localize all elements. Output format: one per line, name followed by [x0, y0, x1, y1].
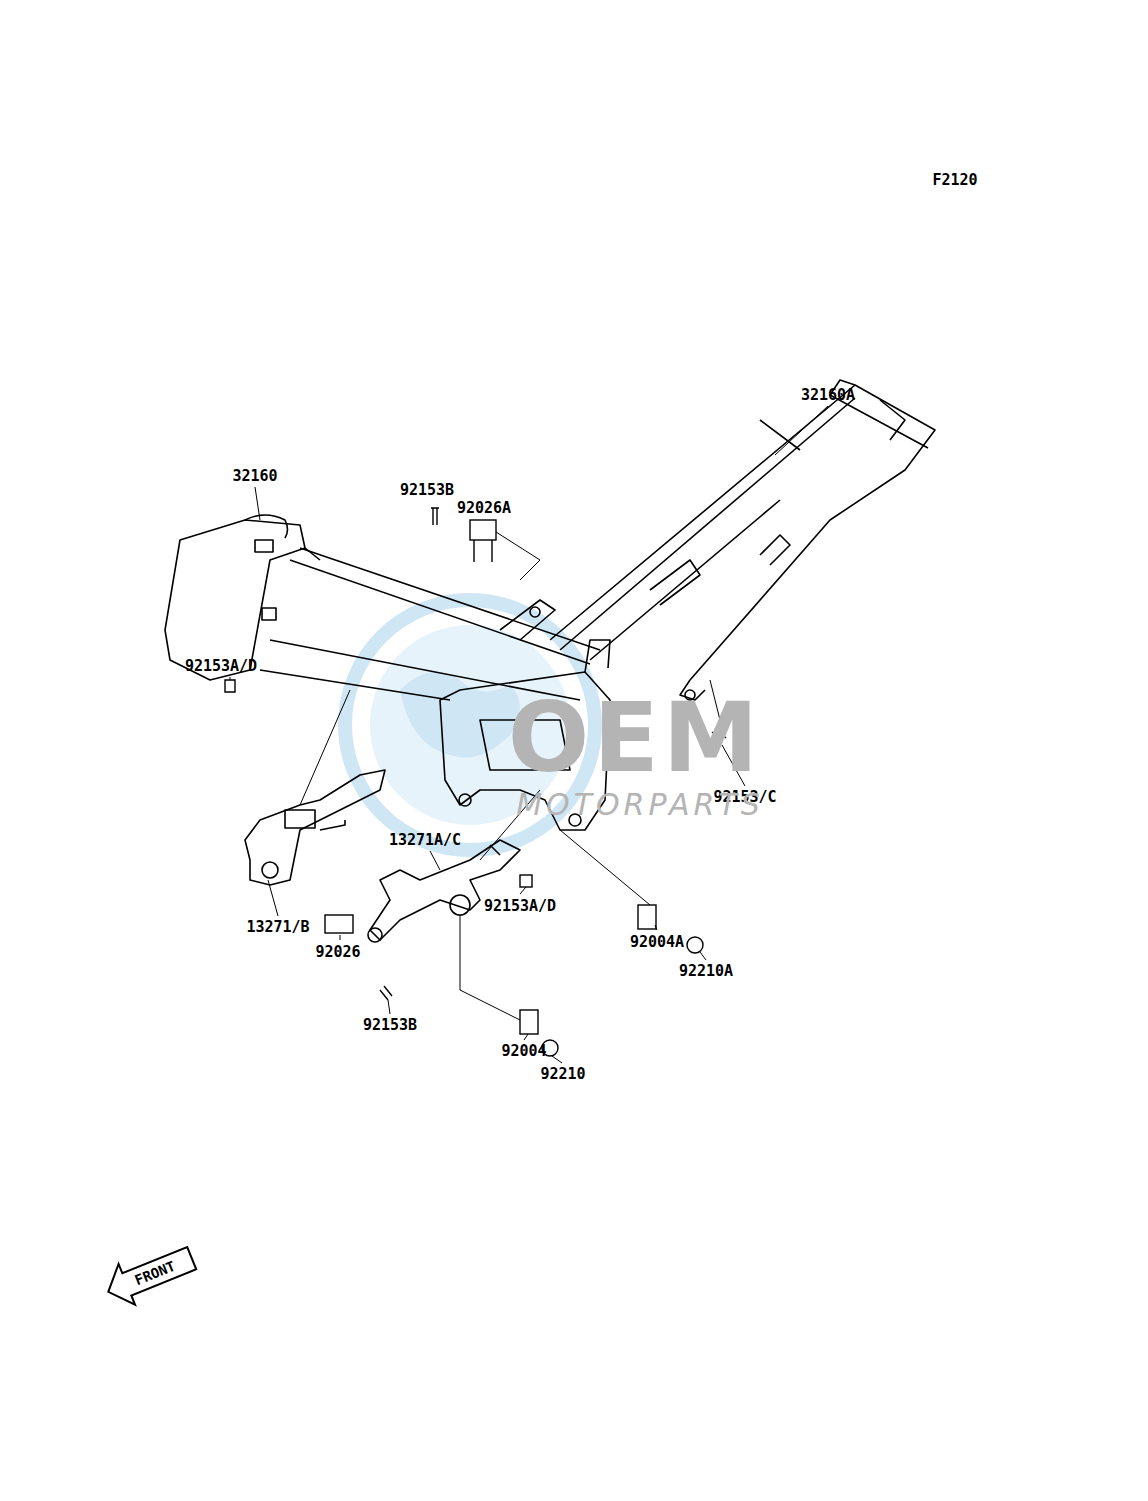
callout-number: 92153A/D — [484, 899, 556, 914]
callout-number: 13271/B — [246, 920, 309, 935]
front-bracket — [245, 770, 385, 885]
leader-lines — [230, 406, 828, 1063]
rear-subframe — [550, 380, 935, 700]
callout-number: 92210 — [540, 1067, 585, 1082]
drawing-code: F2120 — [932, 173, 977, 188]
callout-number: 92210A — [679, 964, 733, 979]
callout-number: 92153A/D — [185, 659, 257, 674]
rear-bracket — [368, 840, 520, 942]
callout-number: 92153B — [400, 483, 454, 498]
callout-number: 92004 — [501, 1044, 546, 1059]
callout-number: 92026 — [315, 945, 360, 960]
callout-number: 13271A/C — [389, 833, 461, 848]
front-arrow — [100, 1238, 200, 1313]
watermark: MOTORPARTS — [516, 790, 764, 820]
callout-number: 32160A — [801, 388, 855, 403]
callout-number: 92004A — [630, 935, 684, 950]
callout-number: 32160 — [232, 469, 277, 484]
watermark: OEM — [508, 690, 763, 786]
callout-number: 92026A — [457, 501, 511, 516]
callout-number: 92153B — [363, 1018, 417, 1033]
